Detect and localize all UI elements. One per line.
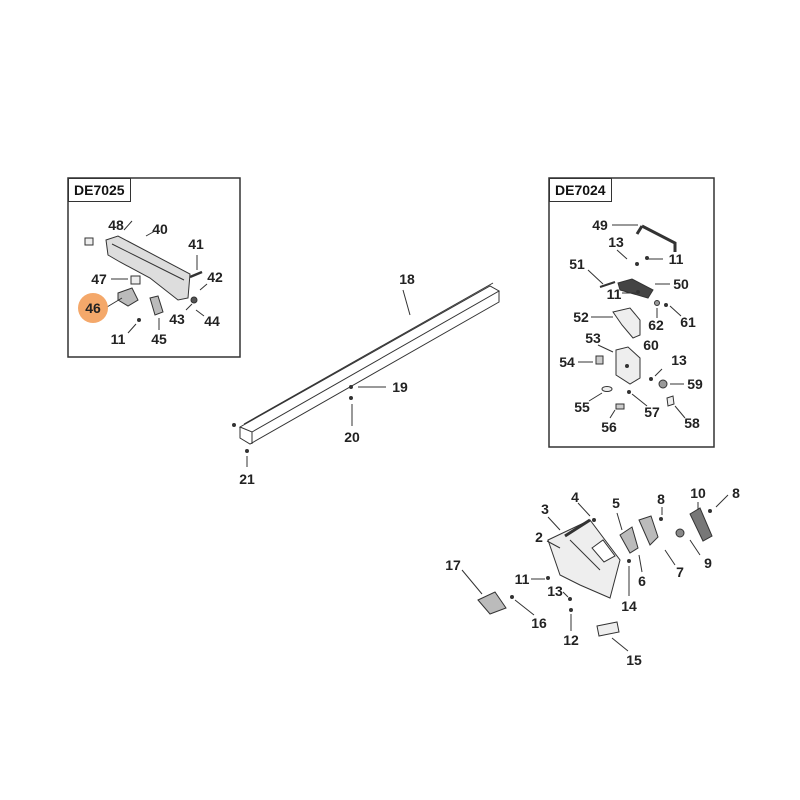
left-inset-parts [84, 220, 208, 334]
callout[interactable]: 13 [671, 352, 687, 368]
callout[interactable]: 55 [574, 399, 590, 415]
callout[interactable]: 18 [399, 271, 415, 287]
callout[interactable]: 53 [585, 330, 601, 346]
callout[interactable]: 8 [657, 491, 665, 507]
callout[interactable]: 62 [648, 317, 664, 333]
callout[interactable]: 11 [514, 571, 530, 587]
callout[interactable]: 21 [239, 471, 255, 487]
inset-title-de7024: DE7024 [549, 178, 612, 202]
callout[interactable]: 52 [573, 309, 589, 325]
callout[interactable]: 13 [608, 234, 624, 250]
right-inset-parts [578, 224, 686, 419]
callout[interactable]: 51 [569, 256, 585, 272]
callout[interactable]: 49 [592, 217, 608, 233]
callout[interactable]: 47 [91, 271, 107, 287]
callout[interactable]: 41 [188, 236, 204, 252]
callout[interactable]: 44 [204, 313, 220, 329]
callout[interactable]: 42 [207, 269, 223, 285]
bracket-parts [461, 494, 729, 652]
callout[interactable]: 11 [606, 286, 622, 302]
callout[interactable]: 11 [110, 331, 126, 347]
callout[interactable]: 59 [687, 376, 703, 392]
callout[interactable]: 15 [626, 652, 642, 668]
callout[interactable]: 7 [676, 564, 684, 580]
callout[interactable]: 6 [638, 573, 646, 589]
callout[interactable]: 20 [344, 429, 360, 445]
callout[interactable]: 61 [680, 314, 696, 330]
callout[interactable]: 9 [704, 555, 712, 571]
callout[interactable]: 50 [673, 276, 689, 292]
callout[interactable]: 60 [643, 337, 659, 353]
callout[interactable]: 19 [392, 379, 408, 395]
callout-highlighted[interactable]: 46 [85, 300, 101, 316]
inset-box-de7025 [67, 177, 241, 358]
callout[interactable]: 11 [668, 251, 684, 267]
inset-box-de7024 [548, 177, 715, 448]
callout[interactable]: 40 [152, 221, 168, 237]
callout[interactable]: 45 [151, 331, 167, 347]
rail-part [232, 282, 501, 467]
callout[interactable]: 43 [169, 311, 185, 327]
callout[interactable]: 5 [612, 495, 620, 511]
callout[interactable]: 17 [445, 557, 461, 573]
callout[interactable]: 4 [571, 489, 579, 505]
callout[interactable]: 10 [690, 485, 706, 501]
callout[interactable]: 3 [541, 501, 549, 517]
callout[interactable]: 2 [535, 529, 543, 545]
callout[interactable]: 8 [732, 485, 740, 501]
callout[interactable]: 58 [684, 415, 700, 431]
callout[interactable]: 13 [547, 583, 563, 599]
callout[interactable]: 14 [621, 598, 637, 614]
inset-title-de7025: DE7025 [68, 178, 131, 202]
callout[interactable]: 54 [559, 354, 575, 370]
callout[interactable]: 16 [531, 615, 547, 631]
callout[interactable]: 48 [108, 217, 124, 233]
callout[interactable]: 56 [601, 419, 617, 435]
callout[interactable]: 12 [563, 632, 579, 648]
callout[interactable]: 57 [644, 404, 660, 420]
highlight-marker [78, 293, 108, 323]
